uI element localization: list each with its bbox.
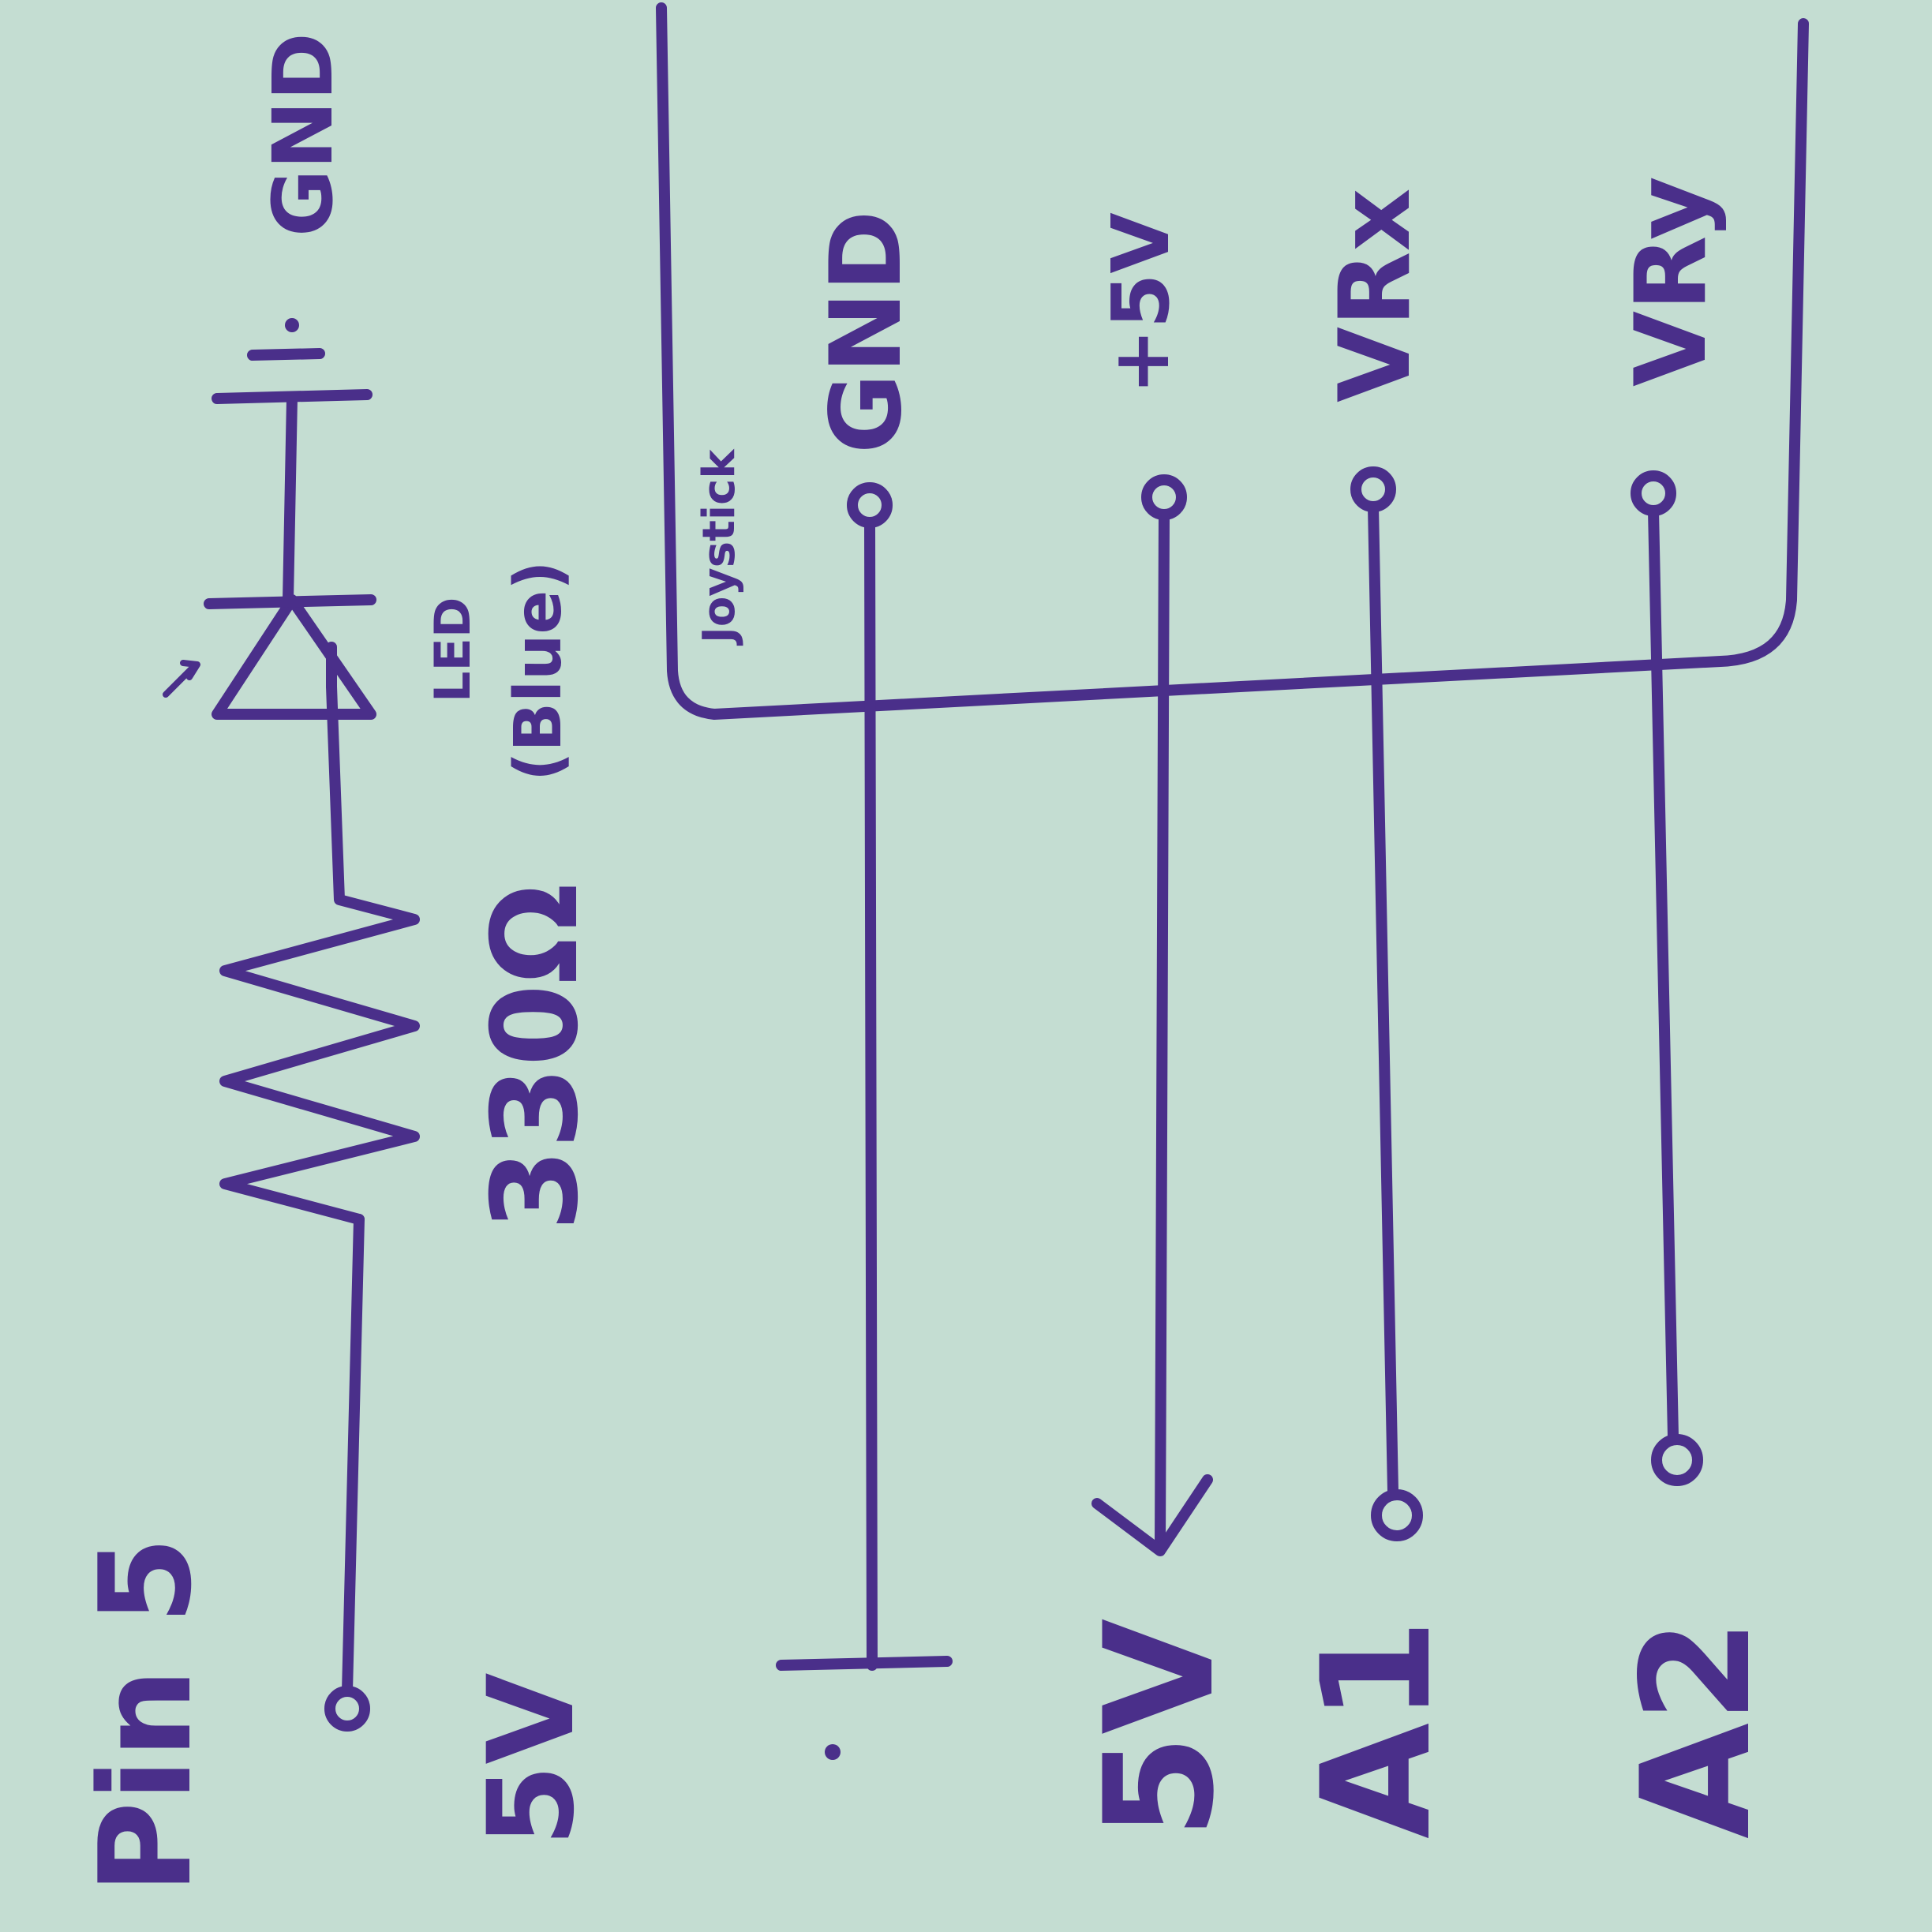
joystick-module: Joystick GND +5V VRx VRy xyxy=(656,2,1809,720)
gnd-symbol-line xyxy=(776,1656,953,1671)
gnd-wire xyxy=(864,517,878,1671)
joystick-pin-vrx-label: VRx xyxy=(1319,189,1432,402)
gnd-symbol-dot xyxy=(825,1744,841,1760)
arduino-a1-label: A1 xyxy=(1290,1619,1464,1839)
ground-symbol-dot xyxy=(285,318,299,332)
resistor-symbol xyxy=(219,681,420,1225)
led-label: LED xyxy=(424,597,481,702)
ground-label: GND xyxy=(255,32,351,237)
arduino-a2-label: A2 xyxy=(1609,1619,1784,1839)
5v-wire xyxy=(1155,509,1170,1552)
a2-terminal xyxy=(1651,1434,1703,1486)
ground-symbol-line-2 xyxy=(247,348,325,361)
a1-terminal xyxy=(1371,1489,1423,1541)
supply-5v-label: 5V xyxy=(463,1673,601,1847)
vrx-wire xyxy=(1368,501,1398,1497)
pin5-label: Pin 5 xyxy=(72,1537,219,1894)
led-color-label: (Blue) xyxy=(501,560,576,781)
ground-symbol-line-1 xyxy=(212,389,373,404)
joystick-wires xyxy=(776,466,1703,1760)
joystick-pin-5v-label: +5V xyxy=(1095,212,1187,395)
resistor-value-label: 330Ω xyxy=(467,883,605,1231)
led-symbol xyxy=(212,594,376,720)
led-circuit: Pin 5 5V 330Ω LED (Blue) GND xyxy=(72,32,605,1894)
led-ground-wire xyxy=(283,393,298,605)
joystick-outline xyxy=(656,2,1809,720)
pin5-wire xyxy=(342,1214,365,1697)
joystick-pin-gnd-label: GND xyxy=(810,211,923,455)
arduino-pins: 5V A1 A2 xyxy=(1073,1619,1784,1839)
5v-arrow-icon xyxy=(1091,1474,1213,1556)
joystick-title: Joystick xyxy=(694,448,745,646)
vry-wire xyxy=(1648,505,1679,1442)
led-light-arrow-icon xyxy=(163,660,200,698)
joystick-pin-vry-label: VRy xyxy=(1615,176,1728,387)
arduino-5v-label: 5V xyxy=(1073,1619,1247,1839)
